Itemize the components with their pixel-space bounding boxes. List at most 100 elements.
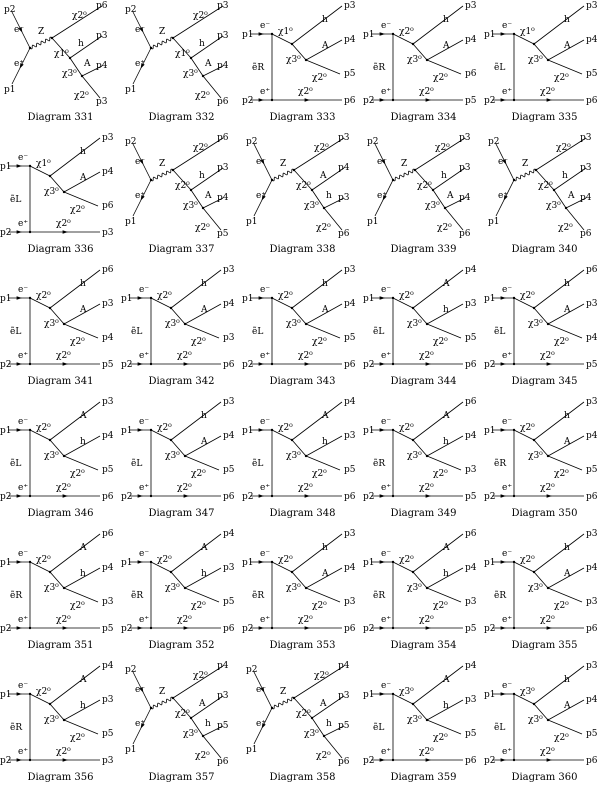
- propagator-label: χ2⁰: [556, 143, 571, 153]
- propagator-label: h: [443, 437, 449, 447]
- vertex: [189, 188, 193, 192]
- incoming-momentum-label: p1: [125, 85, 137, 95]
- final-momentum-label: p6: [465, 397, 477, 407]
- fermion-arrow: [258, 296, 264, 300]
- propagator-label: h: [201, 411, 207, 421]
- final-momentum-label: p5: [586, 729, 598, 739]
- final-momentum-label: p4: [586, 695, 598, 705]
- propagator-line: [412, 401, 464, 441]
- propagator-label: ẽR: [10, 590, 22, 601]
- incoming-particle-label: e⁻: [18, 681, 28, 691]
- final-momentum-label: p3: [344, 529, 356, 539]
- incoming-momentum-label: p2: [4, 5, 16, 15]
- vertex: [425, 454, 429, 458]
- fermion-arrow: [379, 296, 385, 300]
- propagator-line: [49, 175, 65, 193]
- propagator-line: [63, 171, 101, 193]
- vertex: [80, 74, 84, 78]
- propagator-line: [49, 533, 101, 573]
- propagator-label: χ3⁰: [183, 69, 198, 79]
- fermion-arrow: [139, 687, 144, 693]
- propagator-label: χ2⁰: [558, 223, 573, 233]
- final-momentum-label: p6: [344, 624, 356, 634]
- fermion-arrow: [139, 27, 144, 33]
- incoming-momentum-label: p2: [242, 624, 254, 634]
- propagator-line: [323, 197, 345, 209]
- incoming-momentum-label: p1: [363, 426, 375, 436]
- propagator-line: [547, 435, 585, 457]
- final-momentum-label: p6: [223, 360, 235, 370]
- final-momentum-label: p5: [465, 333, 477, 343]
- final-momentum-label: p3: [465, 1, 477, 11]
- vertex: [304, 586, 308, 590]
- incoming-momentum-label: p2: [363, 756, 375, 766]
- incoming-particle-label: e⁺: [502, 615, 512, 625]
- incoming-particle-label: e⁺: [381, 351, 391, 361]
- final-momentum-label: p5: [217, 229, 229, 239]
- incoming-momentum-label: p2: [488, 137, 500, 147]
- vertex: [391, 32, 395, 36]
- propagator-line: [63, 567, 101, 589]
- final-momentum-label: p4: [102, 431, 114, 441]
- final-momentum-label: p4: [465, 431, 477, 441]
- vertex: [149, 494, 153, 498]
- incoming-momentum-label: p1: [484, 426, 496, 436]
- vertex: [322, 206, 326, 210]
- propagator-label: χ3⁰: [407, 451, 422, 461]
- final-momentum-label: p3: [344, 431, 356, 441]
- propagator-label: χ2⁰: [74, 91, 89, 101]
- propagator-label: χ2⁰: [435, 143, 450, 153]
- incoming-momentum-label: p1: [121, 558, 133, 568]
- propagator-line: [533, 533, 585, 573]
- incoming-momentum-label: p1: [363, 30, 375, 40]
- vertex: [290, 438, 294, 442]
- final-momentum-label: p3: [580, 163, 592, 173]
- propagator-label: h: [326, 719, 332, 729]
- vertex: [310, 188, 314, 192]
- incoming-momentum-label: p1: [0, 690, 12, 700]
- propagator-line: [172, 5, 224, 39]
- vertex: [304, 58, 308, 62]
- fermion-arrow: [139, 159, 144, 165]
- propagator-line: [412, 43, 428, 61]
- propagator-label: A: [563, 701, 571, 711]
- final-momentum-label: p4: [102, 333, 114, 343]
- propagator-line: [533, 401, 585, 441]
- propagator-line: [291, 439, 307, 457]
- incoming-particle-label: e⁻: [381, 417, 391, 427]
- propagator-line: [63, 435, 101, 457]
- propagator-label: χ2⁰: [419, 483, 434, 493]
- propagator-label: χ2⁰: [520, 555, 535, 565]
- incoming-particle-label: e⁻: [381, 549, 391, 559]
- fermion-arrow: [381, 159, 386, 165]
- propagator-line: [311, 189, 325, 209]
- vertex: [189, 56, 193, 60]
- fermion-arrow: [16, 626, 22, 630]
- propagator-label: χ2⁰: [540, 87, 555, 97]
- diagram-caption: Diagram 354: [390, 640, 457, 651]
- propagator-label: Z: [38, 27, 44, 37]
- propagator-line: [271, 297, 293, 309]
- final-momentum-label: p6: [217, 757, 229, 767]
- propagator-line: [172, 169, 192, 191]
- incoming-momentum-label: p2: [242, 96, 254, 106]
- propagator-label: χ2⁰: [195, 751, 210, 761]
- final-momentum-label: p6: [586, 492, 598, 502]
- fermion-arrow: [16, 494, 22, 498]
- vertex: [270, 32, 274, 36]
- vertex: [48, 570, 52, 574]
- final-momentum-label: p5: [223, 465, 235, 475]
- propagator-line: [412, 571, 428, 589]
- diagram-caption: Diagram 359: [390, 772, 457, 783]
- fermion-arrow: [140, 723, 145, 729]
- fermion-arrow: [183, 626, 189, 630]
- propagator-label: A: [200, 305, 208, 315]
- final-momentum-label: p5: [338, 721, 350, 731]
- final-momentum-label: p3: [217, 31, 229, 41]
- boson-propagator: [513, 168, 537, 182]
- propagator-label: h: [80, 279, 86, 289]
- diagram-caption: Diagram 345: [511, 376, 578, 387]
